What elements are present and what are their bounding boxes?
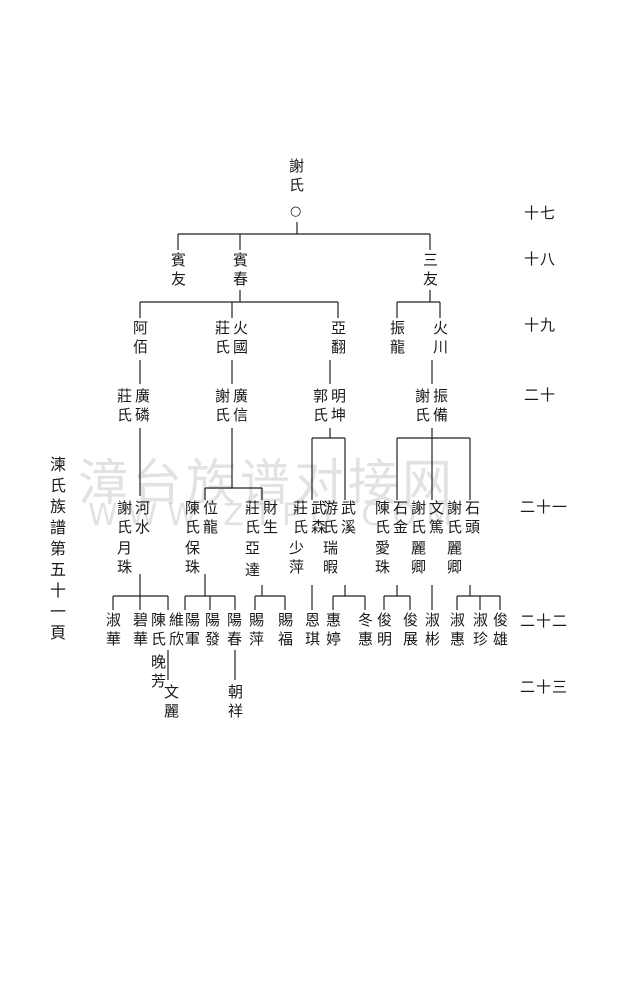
spouse-name: 少萍	[287, 540, 305, 578]
person-name: 火國	[231, 320, 249, 358]
spouse-name: 麗卿	[445, 540, 463, 578]
spouse-name: 謝氏	[115, 500, 133, 538]
person-name: 振備	[431, 388, 449, 426]
person-name: 阿佰	[131, 320, 149, 358]
person-name: 恩琪	[303, 612, 321, 650]
person-name: 武溪	[339, 500, 357, 538]
spouse-name: 月珠	[115, 540, 133, 578]
generation-label: 十八	[524, 250, 557, 268]
watermark-url: WWW.ZTPU.COM	[88, 498, 462, 533]
spouse-name: 莊氏	[243, 500, 261, 538]
spouse-name: 莊氏	[291, 500, 309, 538]
person-name: 三友	[421, 252, 439, 290]
person-name: 陽軍	[183, 612, 201, 650]
person-name: 俊展	[401, 612, 419, 650]
person-name: 賓友	[169, 252, 187, 290]
spouse-name: 保珠	[183, 540, 201, 578]
person-name: 陽發	[203, 612, 221, 650]
person-name: 俊明	[375, 612, 393, 650]
person-name: 財生	[261, 500, 279, 538]
person-name: 位龍	[201, 500, 219, 538]
person-name: 火川	[431, 320, 449, 358]
person-name: 賓春	[231, 252, 249, 290]
generation-label: 二十	[524, 386, 557, 404]
person-name: 惠婷	[324, 612, 342, 650]
person-name: 振龍	[388, 320, 406, 358]
spouse-name: 謝氏	[413, 388, 431, 426]
person-name: 冬惠	[356, 612, 374, 650]
person-name: 文麗	[162, 684, 180, 722]
person-name: 淑華	[104, 612, 122, 650]
person-name: 廣信	[231, 388, 249, 426]
spouse-name: 陳氏	[373, 500, 391, 538]
person-name: 維欣	[167, 612, 185, 650]
person-name: 石金	[391, 500, 409, 538]
spouse-name: 謝氏	[409, 500, 427, 538]
person-name: 碧華	[131, 612, 149, 650]
person-name: 陽春	[225, 612, 243, 650]
person-name: 淑惠	[448, 612, 466, 650]
person-name: 淑珍	[471, 612, 489, 650]
generation-label: 二十一	[520, 498, 569, 516]
person-name: 文篤	[427, 500, 445, 538]
spouse-name: 謝氏	[445, 500, 463, 538]
spouse-name: 亞	[243, 540, 261, 559]
spouse-name: 晚芳	[149, 654, 167, 692]
generation-label: 二十三	[520, 678, 569, 696]
person-name: 石頭	[463, 500, 481, 538]
root-mark: ○	[290, 204, 303, 219]
person-name: 淑彬	[423, 612, 441, 650]
person-name: 河水	[133, 500, 151, 538]
spouse-name: 郭氏	[311, 388, 329, 426]
spouse-name: 莊氏	[213, 320, 231, 358]
person-name: 謝氏	[287, 158, 305, 196]
spouse-name: 游氏	[321, 500, 339, 538]
person-name: 賜萍	[247, 612, 265, 650]
spouse-name: 瑞暇	[321, 540, 339, 578]
spouse-name: 陳氏	[149, 612, 167, 650]
page-side-label: 湅氏族譜第五十一頁	[47, 456, 66, 645]
spouse-name: 愛珠	[373, 540, 391, 578]
person-name: 武森	[309, 500, 327, 538]
generation-label: 十七	[524, 204, 557, 222]
spouse-name: 謝氏	[213, 388, 231, 426]
spouse-name: 麗卿	[409, 540, 427, 578]
person-name: 亞翻	[329, 320, 347, 358]
person-name: 廣磷	[133, 388, 151, 426]
generation-label: 二十二	[520, 612, 569, 630]
spouse-name: 達	[243, 562, 261, 581]
spouse-name: 陳氏	[183, 500, 201, 538]
person-name: 明坤	[329, 388, 347, 426]
generation-label: 十九	[524, 316, 557, 334]
person-name: 賜福	[276, 612, 294, 650]
spouse-name: 莊氏	[115, 388, 133, 426]
person-name: 俊雄	[491, 612, 509, 650]
person-name: 朝祥	[226, 684, 244, 722]
